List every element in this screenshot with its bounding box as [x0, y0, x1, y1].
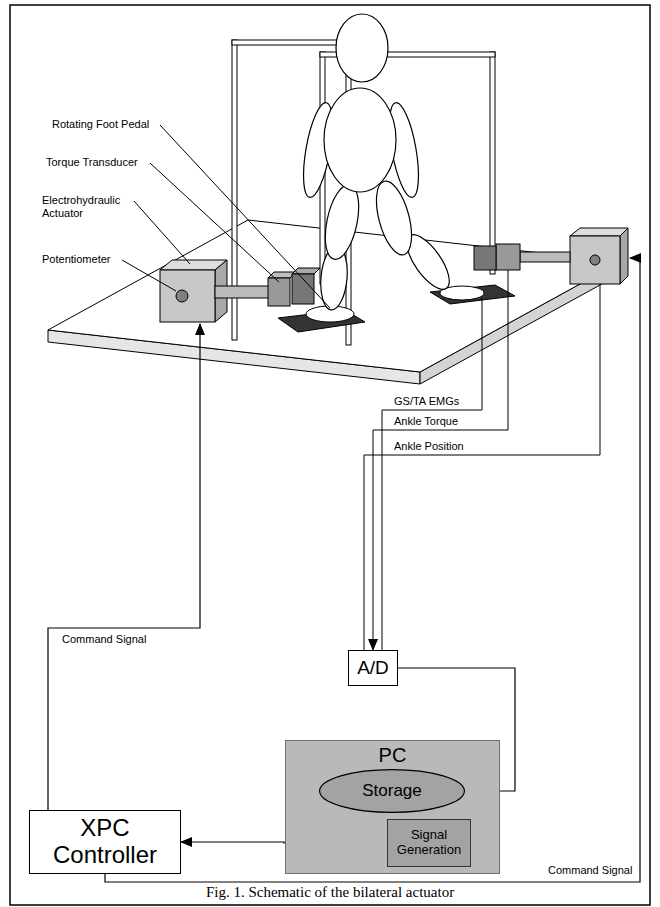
node-text: A/D — [357, 657, 389, 678]
illustration-part — [232, 40, 351, 45]
illustration-part — [160, 125, 330, 308]
illustration-part — [122, 260, 176, 291]
node-text: Signal Generation — [392, 828, 466, 857]
converter-box: A/D — [348, 650, 398, 686]
illustration-part — [570, 228, 628, 236]
person-figure — [298, 14, 457, 311]
illustration-part — [319, 182, 364, 263]
illustration-part — [215, 286, 270, 298]
illustration-part — [496, 244, 520, 270]
signal-label: Command Signal — [548, 864, 632, 877]
signal-label: Ankle Position — [394, 440, 464, 453]
illustration-part — [105, 258, 640, 882]
part-label: Torque Transducer — [46, 156, 138, 169]
storage-ellipse: Storage — [319, 769, 465, 813]
right-actuator — [430, 228, 628, 304]
illustration-part — [373, 270, 508, 650]
node-text: Storage — [362, 781, 422, 800]
illustration-part — [570, 236, 620, 284]
illustration-part — [490, 52, 495, 274]
command-wires — [48, 258, 640, 882]
node-text: XPC Controller — [34, 815, 176, 869]
signal-label: GS/TA EMGs — [394, 395, 459, 408]
left-frame — [232, 40, 351, 345]
ellipse-shape — [320, 770, 465, 813]
signal-label: Command Signal — [62, 633, 146, 646]
illustration-part — [590, 255, 600, 265]
computer-panel: PC StorageSignal Generation — [285, 740, 500, 874]
illustration-part — [160, 270, 215, 322]
illustration-part — [474, 246, 496, 270]
part-label: Electrohydraulic Actuator — [42, 194, 142, 220]
illustration-part — [48, 324, 200, 811]
illustration-part — [364, 284, 600, 650]
illustration-part — [382, 298, 482, 650]
illustration-part — [520, 252, 570, 262]
node-text: PC — [289, 744, 496, 766]
figure-caption: Fig. 1. Schematic of the bilateral actua… — [12, 884, 648, 901]
illustration-part — [336, 14, 388, 82]
illustration-part — [150, 163, 279, 282]
illustration-part — [176, 290, 188, 302]
part-label: Potentiometer — [42, 253, 110, 266]
illustration-part — [268, 278, 290, 306]
controller-box: XPC Controller — [29, 810, 181, 874]
illustration-part — [134, 201, 190, 264]
part-label: Rotating Foot Pedal — [52, 118, 149, 131]
illustration-part — [620, 228, 628, 284]
sensor-wires — [364, 270, 600, 650]
signal-generation-box: Signal Generation — [387, 819, 471, 867]
leader-lines — [122, 125, 330, 308]
illustration-part — [324, 88, 396, 192]
figure-border — [10, 5, 650, 905]
signal-label: Ankle Torque — [394, 415, 458, 428]
right-frame — [320, 52, 495, 284]
